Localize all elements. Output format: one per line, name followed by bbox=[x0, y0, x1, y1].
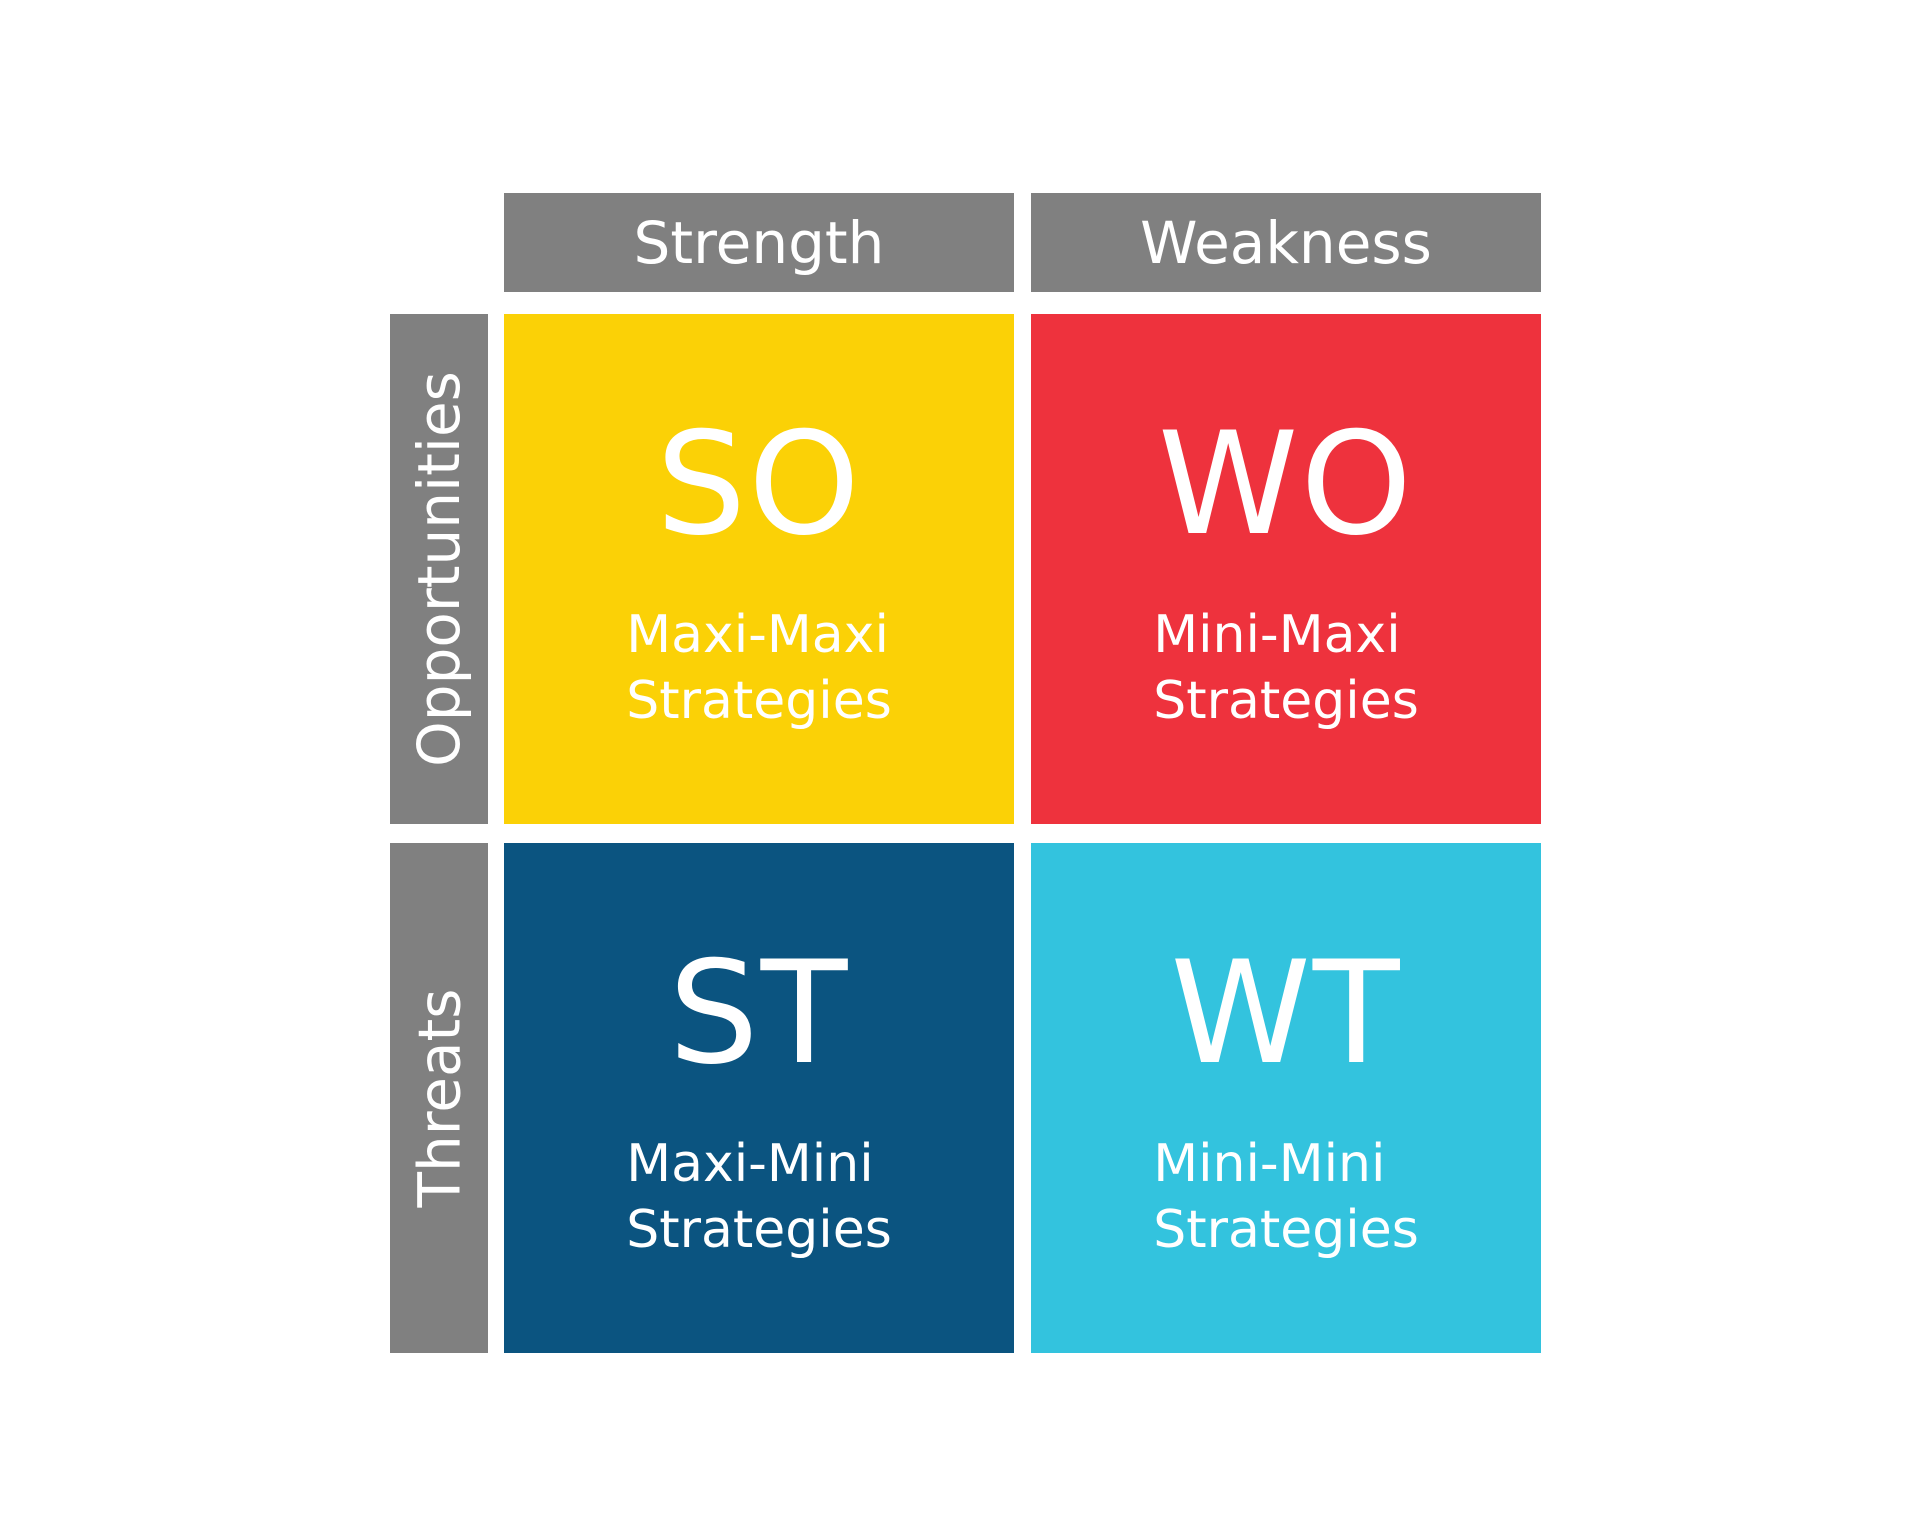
cell-wo-description-line1: Mini-Maxi bbox=[1153, 605, 1401, 665]
cell-st-code: ST bbox=[668, 931, 850, 1096]
cell-so: SO Maxi-Maxi Strategies bbox=[504, 314, 1014, 824]
cell-wt-description-line1: Mini-Mini bbox=[1153, 1134, 1386, 1194]
row-header-threats-label: Threats bbox=[405, 988, 474, 1208]
cell-st-description-line2: Strategies bbox=[626, 1200, 892, 1260]
column-header-strength: Strength bbox=[504, 193, 1014, 292]
cell-wt-code: WT bbox=[1170, 931, 1402, 1096]
cell-st-description: Maxi-Mini Strategies bbox=[626, 1131, 892, 1263]
row-header-opportunities: Opportunities bbox=[390, 314, 488, 824]
cell-wo-description-line2: Strategies bbox=[1153, 671, 1419, 731]
cell-wt-description-line2: Strategies bbox=[1153, 1200, 1419, 1260]
cell-wt-description: Mini-Mini Strategies bbox=[1153, 1131, 1419, 1263]
cell-wo-code: WO bbox=[1157, 402, 1415, 567]
cell-st: ST Maxi-Mini Strategies bbox=[504, 843, 1014, 1353]
cell-so-description-line2: Strategies bbox=[626, 671, 892, 731]
column-header-strength-label: Strength bbox=[633, 208, 885, 277]
cell-wo: WO Mini-Maxi Strategies bbox=[1031, 314, 1541, 824]
cell-wt: WT Mini-Mini Strategies bbox=[1031, 843, 1541, 1353]
cell-so-description-line1: Maxi-Maxi bbox=[626, 605, 889, 665]
row-header-opportunities-label: Opportunities bbox=[405, 371, 473, 767]
cell-so-description: Maxi-Maxi Strategies bbox=[626, 602, 892, 734]
row-header-threats: Threats bbox=[390, 843, 488, 1353]
column-header-weakness-label: Weakness bbox=[1140, 208, 1432, 277]
cell-so-code: SO bbox=[656, 402, 862, 567]
cell-wo-description: Mini-Maxi Strategies bbox=[1153, 602, 1419, 734]
cell-st-description-line1: Maxi-Mini bbox=[626, 1134, 874, 1194]
column-header-weakness: Weakness bbox=[1031, 193, 1541, 292]
